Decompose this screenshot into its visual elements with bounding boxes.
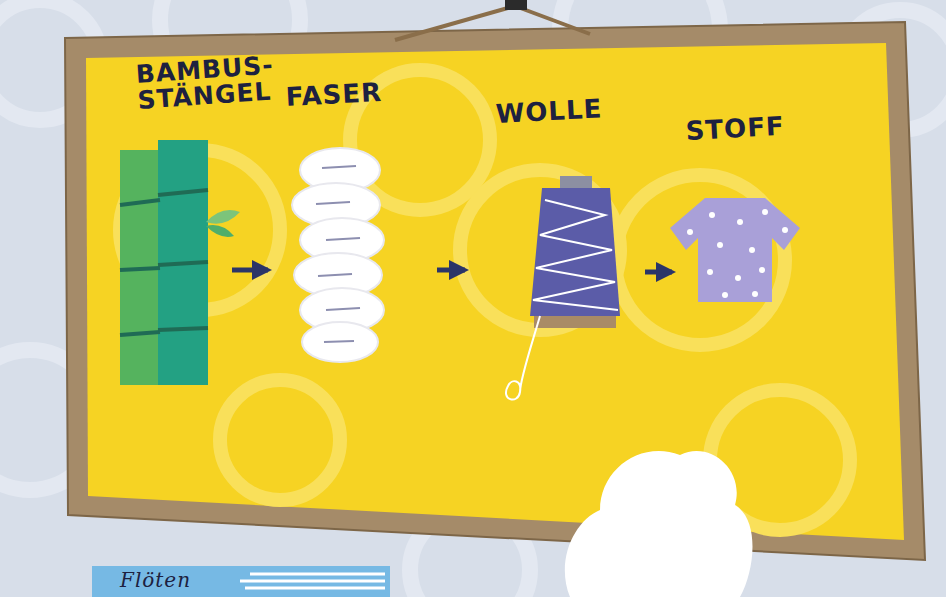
shirt-dot xyxy=(759,267,765,273)
fiber-tuft xyxy=(300,218,384,262)
background-circle xyxy=(560,0,720,110)
bamboo-joint xyxy=(120,200,160,205)
stage-label: BAMBUS- STÄNGEL xyxy=(135,52,278,114)
board-panel xyxy=(86,43,904,540)
tag-text: Flöten xyxy=(120,570,240,591)
stage-box: FASER xyxy=(268,80,437,380)
tag-line xyxy=(250,573,385,576)
shirt-dot xyxy=(782,227,788,233)
background-circle xyxy=(840,10,946,130)
spool-thread xyxy=(530,188,620,316)
bamboo-joint xyxy=(158,190,208,195)
stage-label: FASER xyxy=(285,77,416,111)
stage-box: STOFF xyxy=(672,112,812,332)
fiber-stroke xyxy=(316,202,350,204)
fiber-tuft xyxy=(294,253,382,297)
shirt-dots xyxy=(687,209,788,298)
shirt-body xyxy=(670,198,800,302)
stage-box: BAMBUS- STÄNGEL xyxy=(110,60,232,390)
stage-label: STOFF xyxy=(685,111,816,145)
fiber-tuft xyxy=(300,288,384,332)
bamboo-leaf xyxy=(206,225,234,237)
fiber-stroke xyxy=(318,274,352,276)
board-circles xyxy=(120,70,850,530)
spool-icon xyxy=(506,176,620,400)
bamboo-stalk xyxy=(120,150,160,385)
spool-base xyxy=(534,316,616,328)
fiber-tuft xyxy=(302,322,378,362)
hanging-string xyxy=(395,6,590,40)
bamboo-stalk xyxy=(158,140,208,385)
board-circle xyxy=(710,390,850,530)
bamboo-icon xyxy=(120,140,240,385)
board-circle xyxy=(120,150,280,310)
flow-arrow xyxy=(437,268,465,273)
board-circle xyxy=(615,175,785,345)
flow-arrow xyxy=(232,268,268,273)
background-circle xyxy=(0,350,100,490)
fiber-stroke xyxy=(326,238,360,240)
bamboo-joint xyxy=(158,328,208,330)
board-circle xyxy=(460,170,620,330)
fiber-tuft xyxy=(300,148,380,192)
shirt-dot xyxy=(717,242,723,248)
bamboo-joint xyxy=(120,332,160,335)
flow-arrow xyxy=(645,270,672,275)
shirt-dot xyxy=(707,269,713,275)
fiber-tuft xyxy=(292,183,380,227)
background-circle xyxy=(0,0,100,120)
tag-line xyxy=(245,587,385,590)
fiber-stroke xyxy=(324,341,354,342)
stage-label: WOLLE xyxy=(495,94,636,129)
shirt-dot xyxy=(749,247,755,253)
spool-top xyxy=(560,176,592,188)
thread-tail xyxy=(506,316,540,400)
shirt-dot xyxy=(737,219,743,225)
nail xyxy=(505,0,527,10)
bamboo-leaf xyxy=(206,210,240,224)
shirt-dot xyxy=(762,209,768,215)
bamboo-joint xyxy=(120,268,160,270)
shirt-dot xyxy=(735,275,741,281)
tag-lines xyxy=(240,574,385,588)
tag-line xyxy=(240,580,385,583)
bamboo-joint xyxy=(158,262,208,265)
shirt-dot xyxy=(722,292,728,298)
bamboo-joints xyxy=(120,190,208,335)
shirt-dot xyxy=(752,291,758,297)
thread-lines xyxy=(533,200,618,310)
background-circle xyxy=(410,510,530,597)
shirt-dot xyxy=(709,212,715,218)
board-frame xyxy=(65,22,925,560)
cloud xyxy=(565,451,753,597)
tag-label: Flöten xyxy=(92,566,390,597)
board-circle xyxy=(220,380,340,500)
fiber-stroke xyxy=(322,166,356,168)
shirt-icon xyxy=(670,198,800,302)
connectors xyxy=(232,270,672,272)
fiber-strokes xyxy=(316,166,360,342)
fiber-stroke xyxy=(326,308,360,310)
stage-box: WOLLE xyxy=(465,95,645,355)
fiber-icon xyxy=(292,148,384,362)
shirt-dot xyxy=(687,229,693,235)
